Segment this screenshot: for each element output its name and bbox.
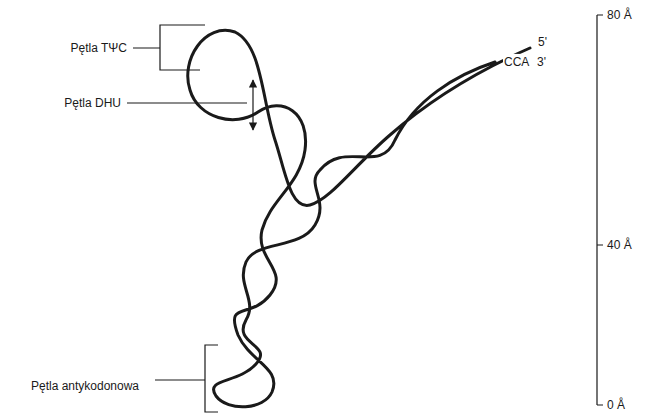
- t-loop-bracket: [133, 25, 205, 70]
- dhu-leader: [127, 102, 247, 103]
- scale-axis: [597, 15, 603, 405]
- loop-label: Pętla antykodonowa: [28, 378, 142, 394]
- scale-label: 80 Å: [606, 7, 633, 23]
- scale-label: 0 Å: [606, 397, 626, 413]
- scale-label: 40 Å: [606, 237, 633, 253]
- loop-label: Pętla DHU: [63, 95, 122, 111]
- dhu-span-arrow: [252, 80, 253, 130]
- trna-backbone: [188, 30, 530, 406]
- loop-label: Pętla TΨC: [70, 40, 129, 56]
- end-label: CCA 3': [503, 54, 547, 70]
- end-label: 5': [537, 34, 548, 50]
- anticodon-bracket: [155, 345, 218, 412]
